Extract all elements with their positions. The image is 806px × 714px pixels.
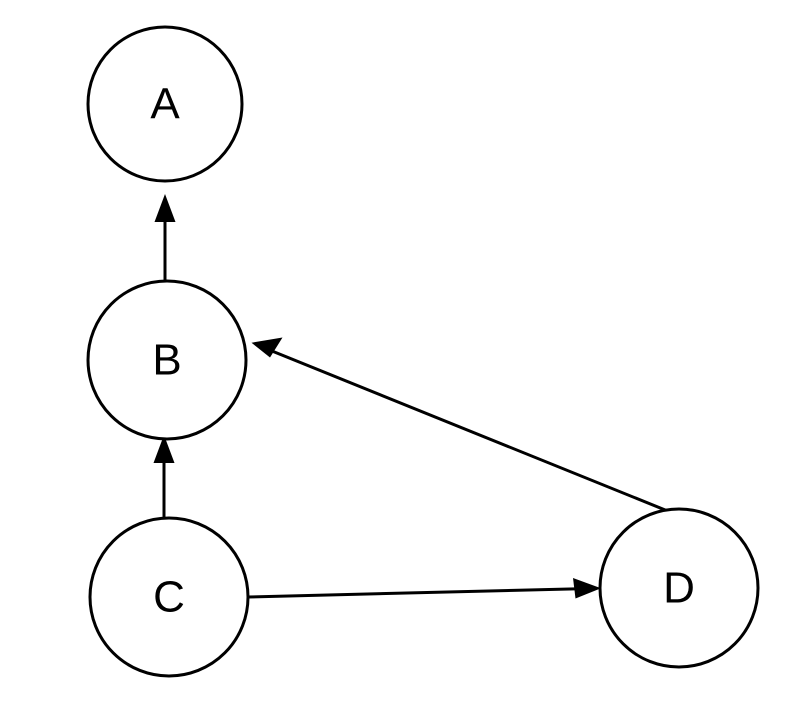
edge-b-to-a-arrowhead xyxy=(154,194,176,222)
edge-d-to-b-line xyxy=(266,347,686,520)
edge-c-to-d-line xyxy=(247,587,586,599)
node-d-label: D xyxy=(663,564,695,613)
node-a-circle xyxy=(86,25,244,183)
node-a-label: A xyxy=(150,80,180,129)
edge-d-to-b[interactable] xyxy=(251,337,686,520)
edge-b-to-a[interactable] xyxy=(154,194,176,281)
edge-c-to-b-arrowhead xyxy=(153,435,175,463)
node-b[interactable]: B xyxy=(86,279,248,441)
edge-c-to-d-arrowhead xyxy=(573,578,601,599)
node-b-label: B xyxy=(152,336,181,385)
edge-d-to-b-arrowhead xyxy=(251,337,283,358)
edge-c-to-b[interactable] xyxy=(153,435,175,518)
node-c[interactable]: C xyxy=(88,516,250,678)
edge-layer xyxy=(153,194,686,599)
node-c-label: C xyxy=(153,573,185,622)
node-layer: A B C D xyxy=(86,25,760,678)
node-d-circle xyxy=(598,507,760,669)
node-a[interactable]: A xyxy=(86,25,244,183)
node-c-circle xyxy=(88,516,250,678)
node-d[interactable]: D xyxy=(598,507,760,669)
node-b-circle xyxy=(86,279,248,441)
edge-c-to-d[interactable] xyxy=(247,578,601,599)
